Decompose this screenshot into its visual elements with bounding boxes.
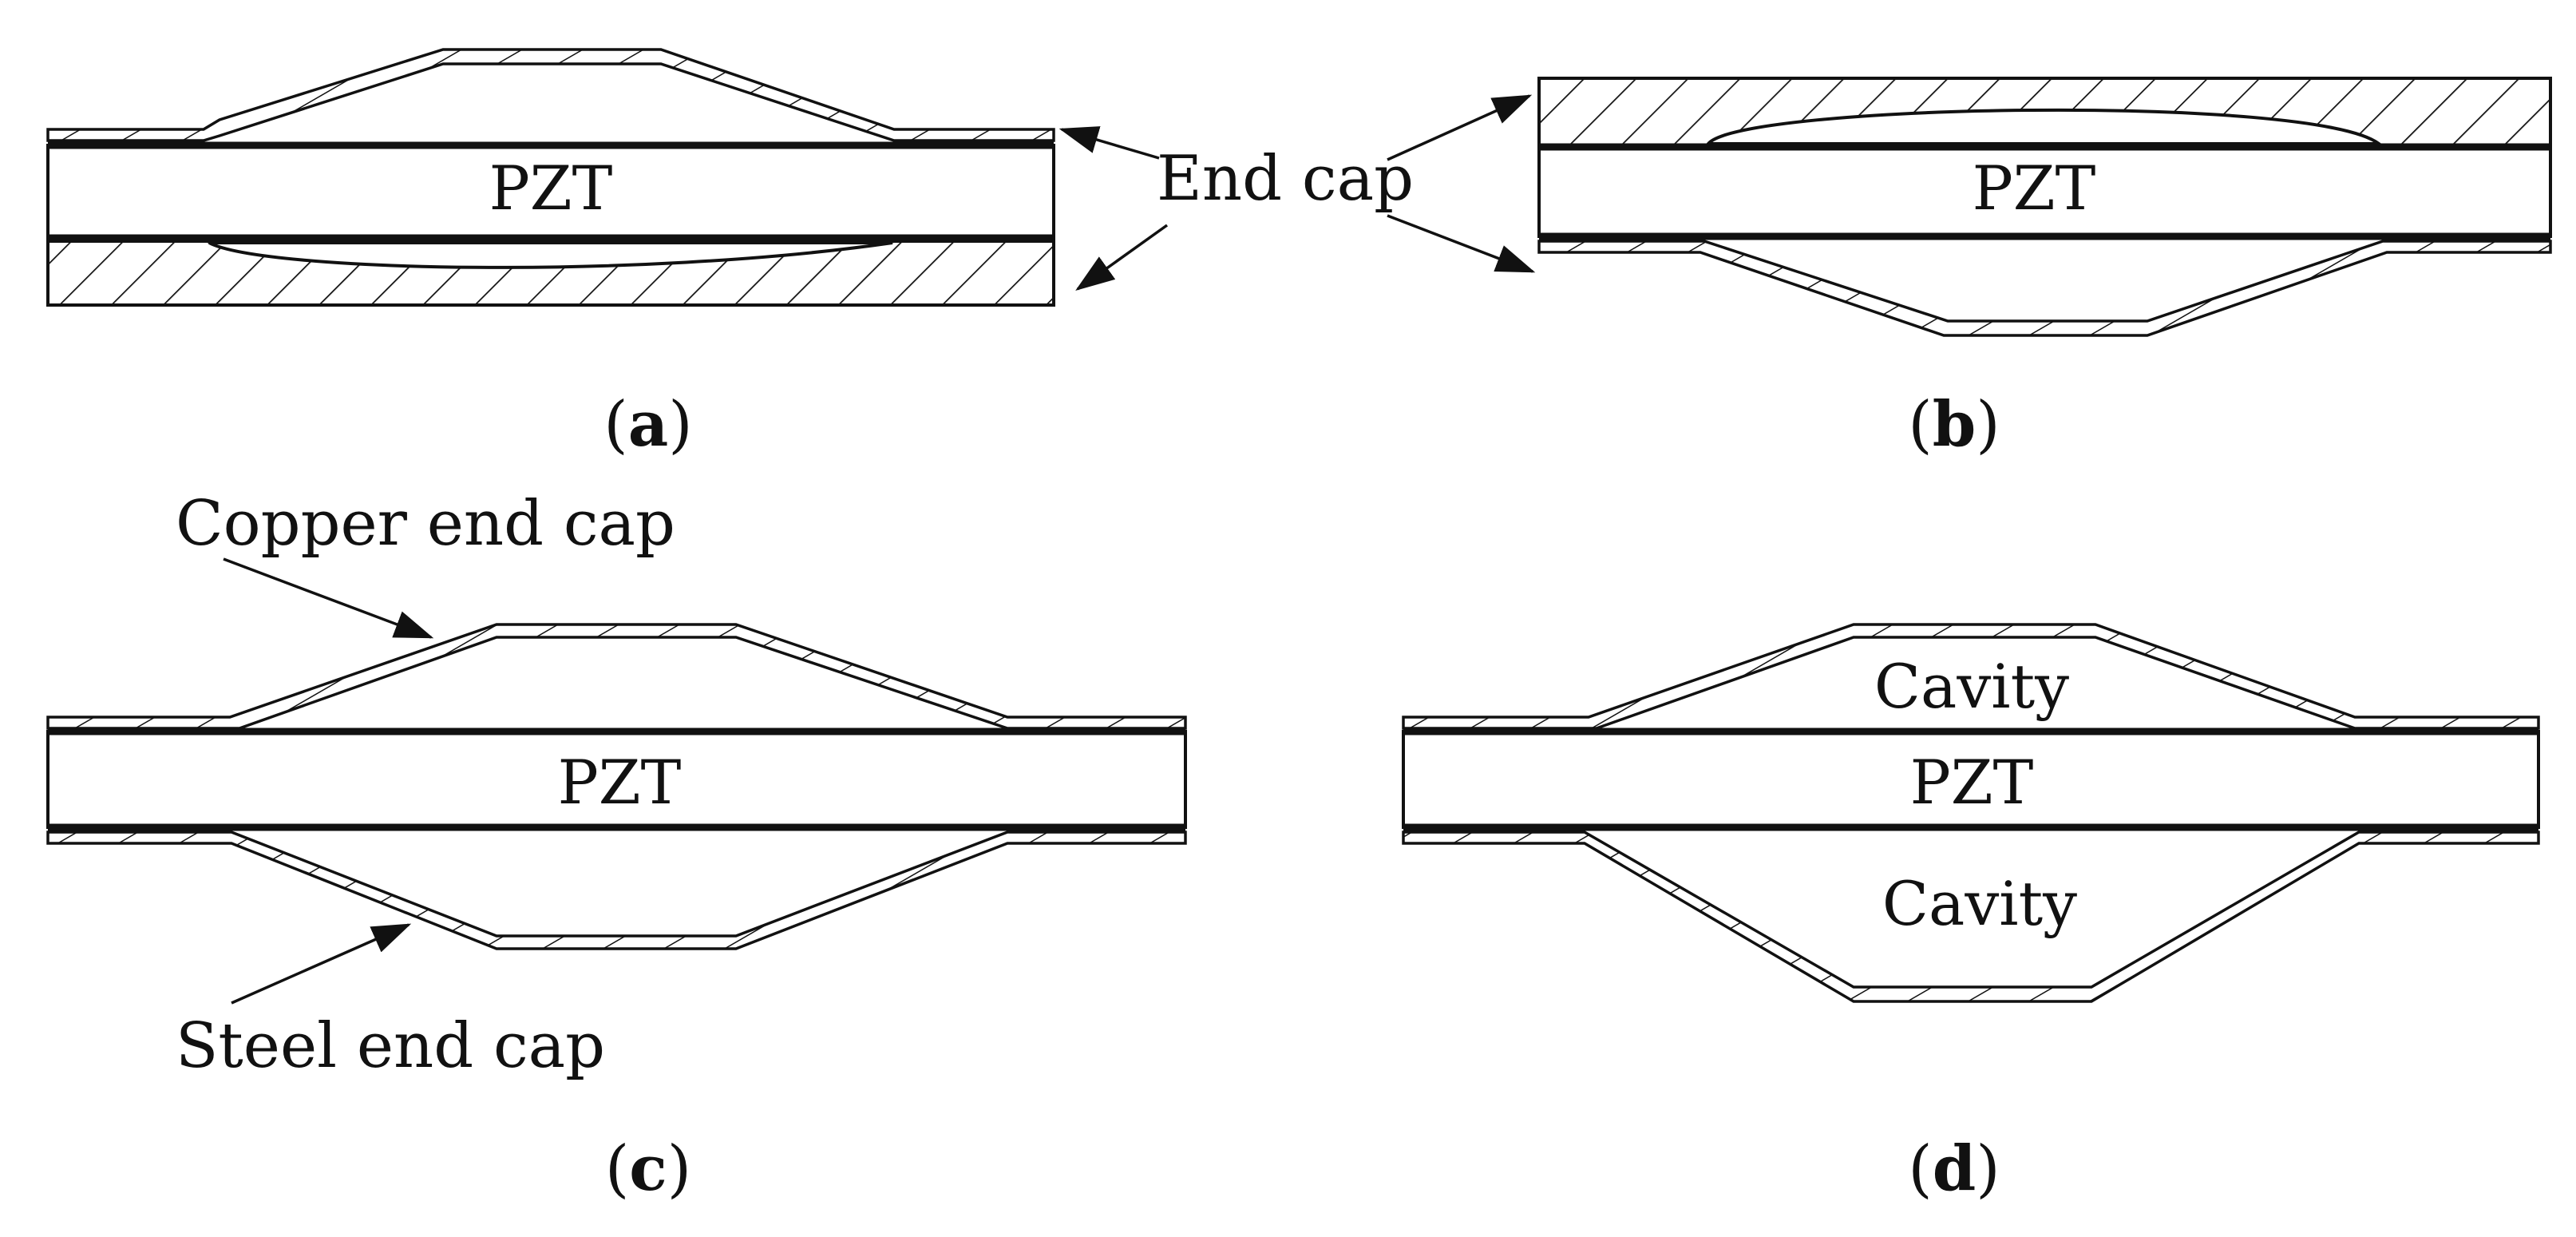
panel-c-pzt-label: PZT <box>558 747 682 818</box>
end-cap-arrow-a-bottom <box>1075 224 1169 291</box>
panel-d-pzt-label: PZT <box>1910 747 2034 818</box>
panel-a-pzt-core <box>46 144 1055 240</box>
panel-b: PZT <box>1537 77 2552 337</box>
panel-d: Cavity PZT Cavity <box>1402 623 2540 1003</box>
end-cap-annotation: End cap <box>1058 94 1536 291</box>
copper-end-cap-label: Copper end cap <box>176 488 675 560</box>
panel-a-top-end-cap <box>46 48 1055 142</box>
panel-a: PZT <box>46 48 1055 307</box>
panel-b-caption: (b) <box>1908 388 2000 461</box>
panel-a-pzt-label: PZT <box>489 153 613 224</box>
end-cap-label: End cap <box>1157 143 1414 215</box>
panel-d-bottom-end-cap <box>1402 831 2540 1003</box>
steel-end-cap-arrow <box>231 923 412 1005</box>
panel-b-bottom-end-cap <box>1537 240 2552 337</box>
end-cap-arrow-b-bottom <box>1387 214 1536 273</box>
steel-end-cap-label: Steel end cap <box>176 1010 605 1082</box>
panel-d-caption: (d) <box>1908 1132 2000 1205</box>
end-cap-arrow-a-top <box>1058 126 1160 160</box>
panel-a-caption: (a) <box>603 388 692 461</box>
panel-d-upper-cavity-label: Cavity <box>1874 651 2069 722</box>
panel-b-pzt-label: PZT <box>1973 153 2096 224</box>
copper-end-cap-arrow <box>223 557 434 639</box>
end-cap-arrow-b-top <box>1387 94 1533 161</box>
panel-c: Copper end cap PZT Steel end cap <box>46 488 1187 1082</box>
panel-d-lower-cavity-label: Cavity <box>1882 868 2077 939</box>
panel-c-top-end-cap <box>46 623 1187 730</box>
panel-c-bottom-end-cap <box>46 831 1187 950</box>
panel-c-caption: (c) <box>605 1132 691 1205</box>
